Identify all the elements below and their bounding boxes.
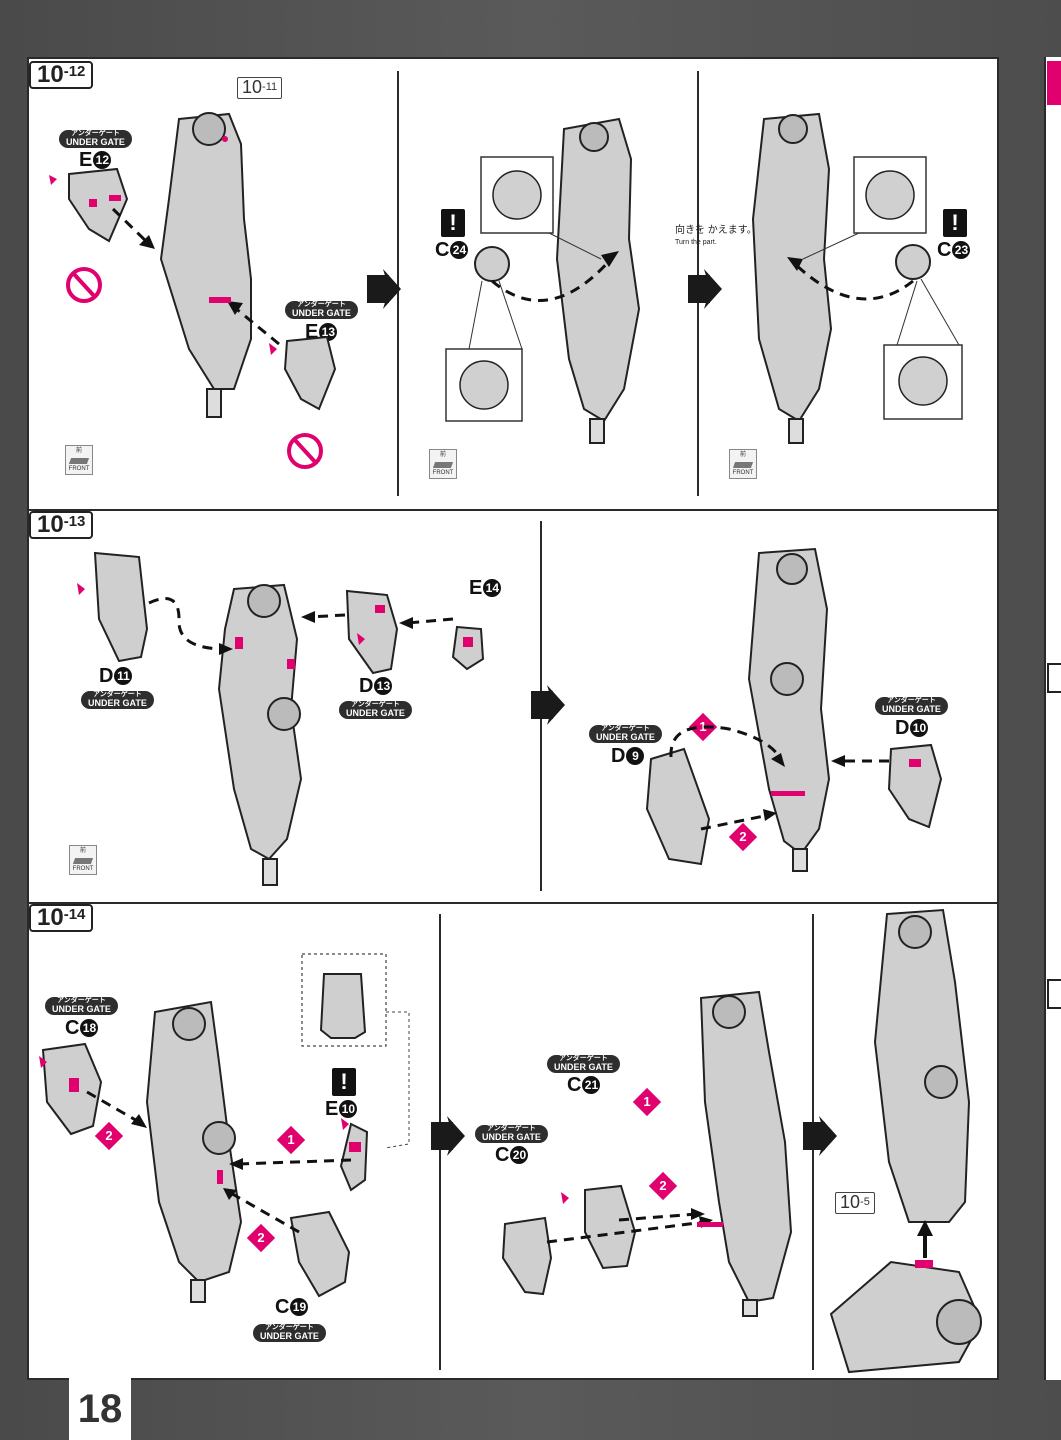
warning-icon: ! — [943, 209, 967, 237]
warning-icon: ! — [441, 209, 465, 237]
step-10-12-illustration — [49, 112, 963, 469]
step-10-13-label: 10-13 — [29, 511, 94, 539]
turn-part-note: 向きを かえます。Turn the part. — [675, 225, 757, 246]
adjacent-page-edge — [1044, 57, 1061, 1380]
adjacent-step-label — [1047, 979, 1061, 1009]
warning-icon: ! — [332, 1068, 356, 1096]
reference-step-label: 10-5 — [835, 1192, 875, 1214]
adjacent-step-label — [1047, 663, 1061, 693]
panel-divider — [397, 71, 399, 496]
step-10-14-label: 10-14 — [29, 904, 94, 932]
step-10-12-label: 10-12 — [29, 61, 94, 89]
reference-step-label: 10-11 — [237, 77, 283, 99]
section-tab — [1047, 61, 1061, 105]
step-10-13-illustration — [77, 547, 943, 886]
page-number: 18 — [69, 1378, 131, 1440]
step-10-14-illustration — [39, 908, 983, 1374]
